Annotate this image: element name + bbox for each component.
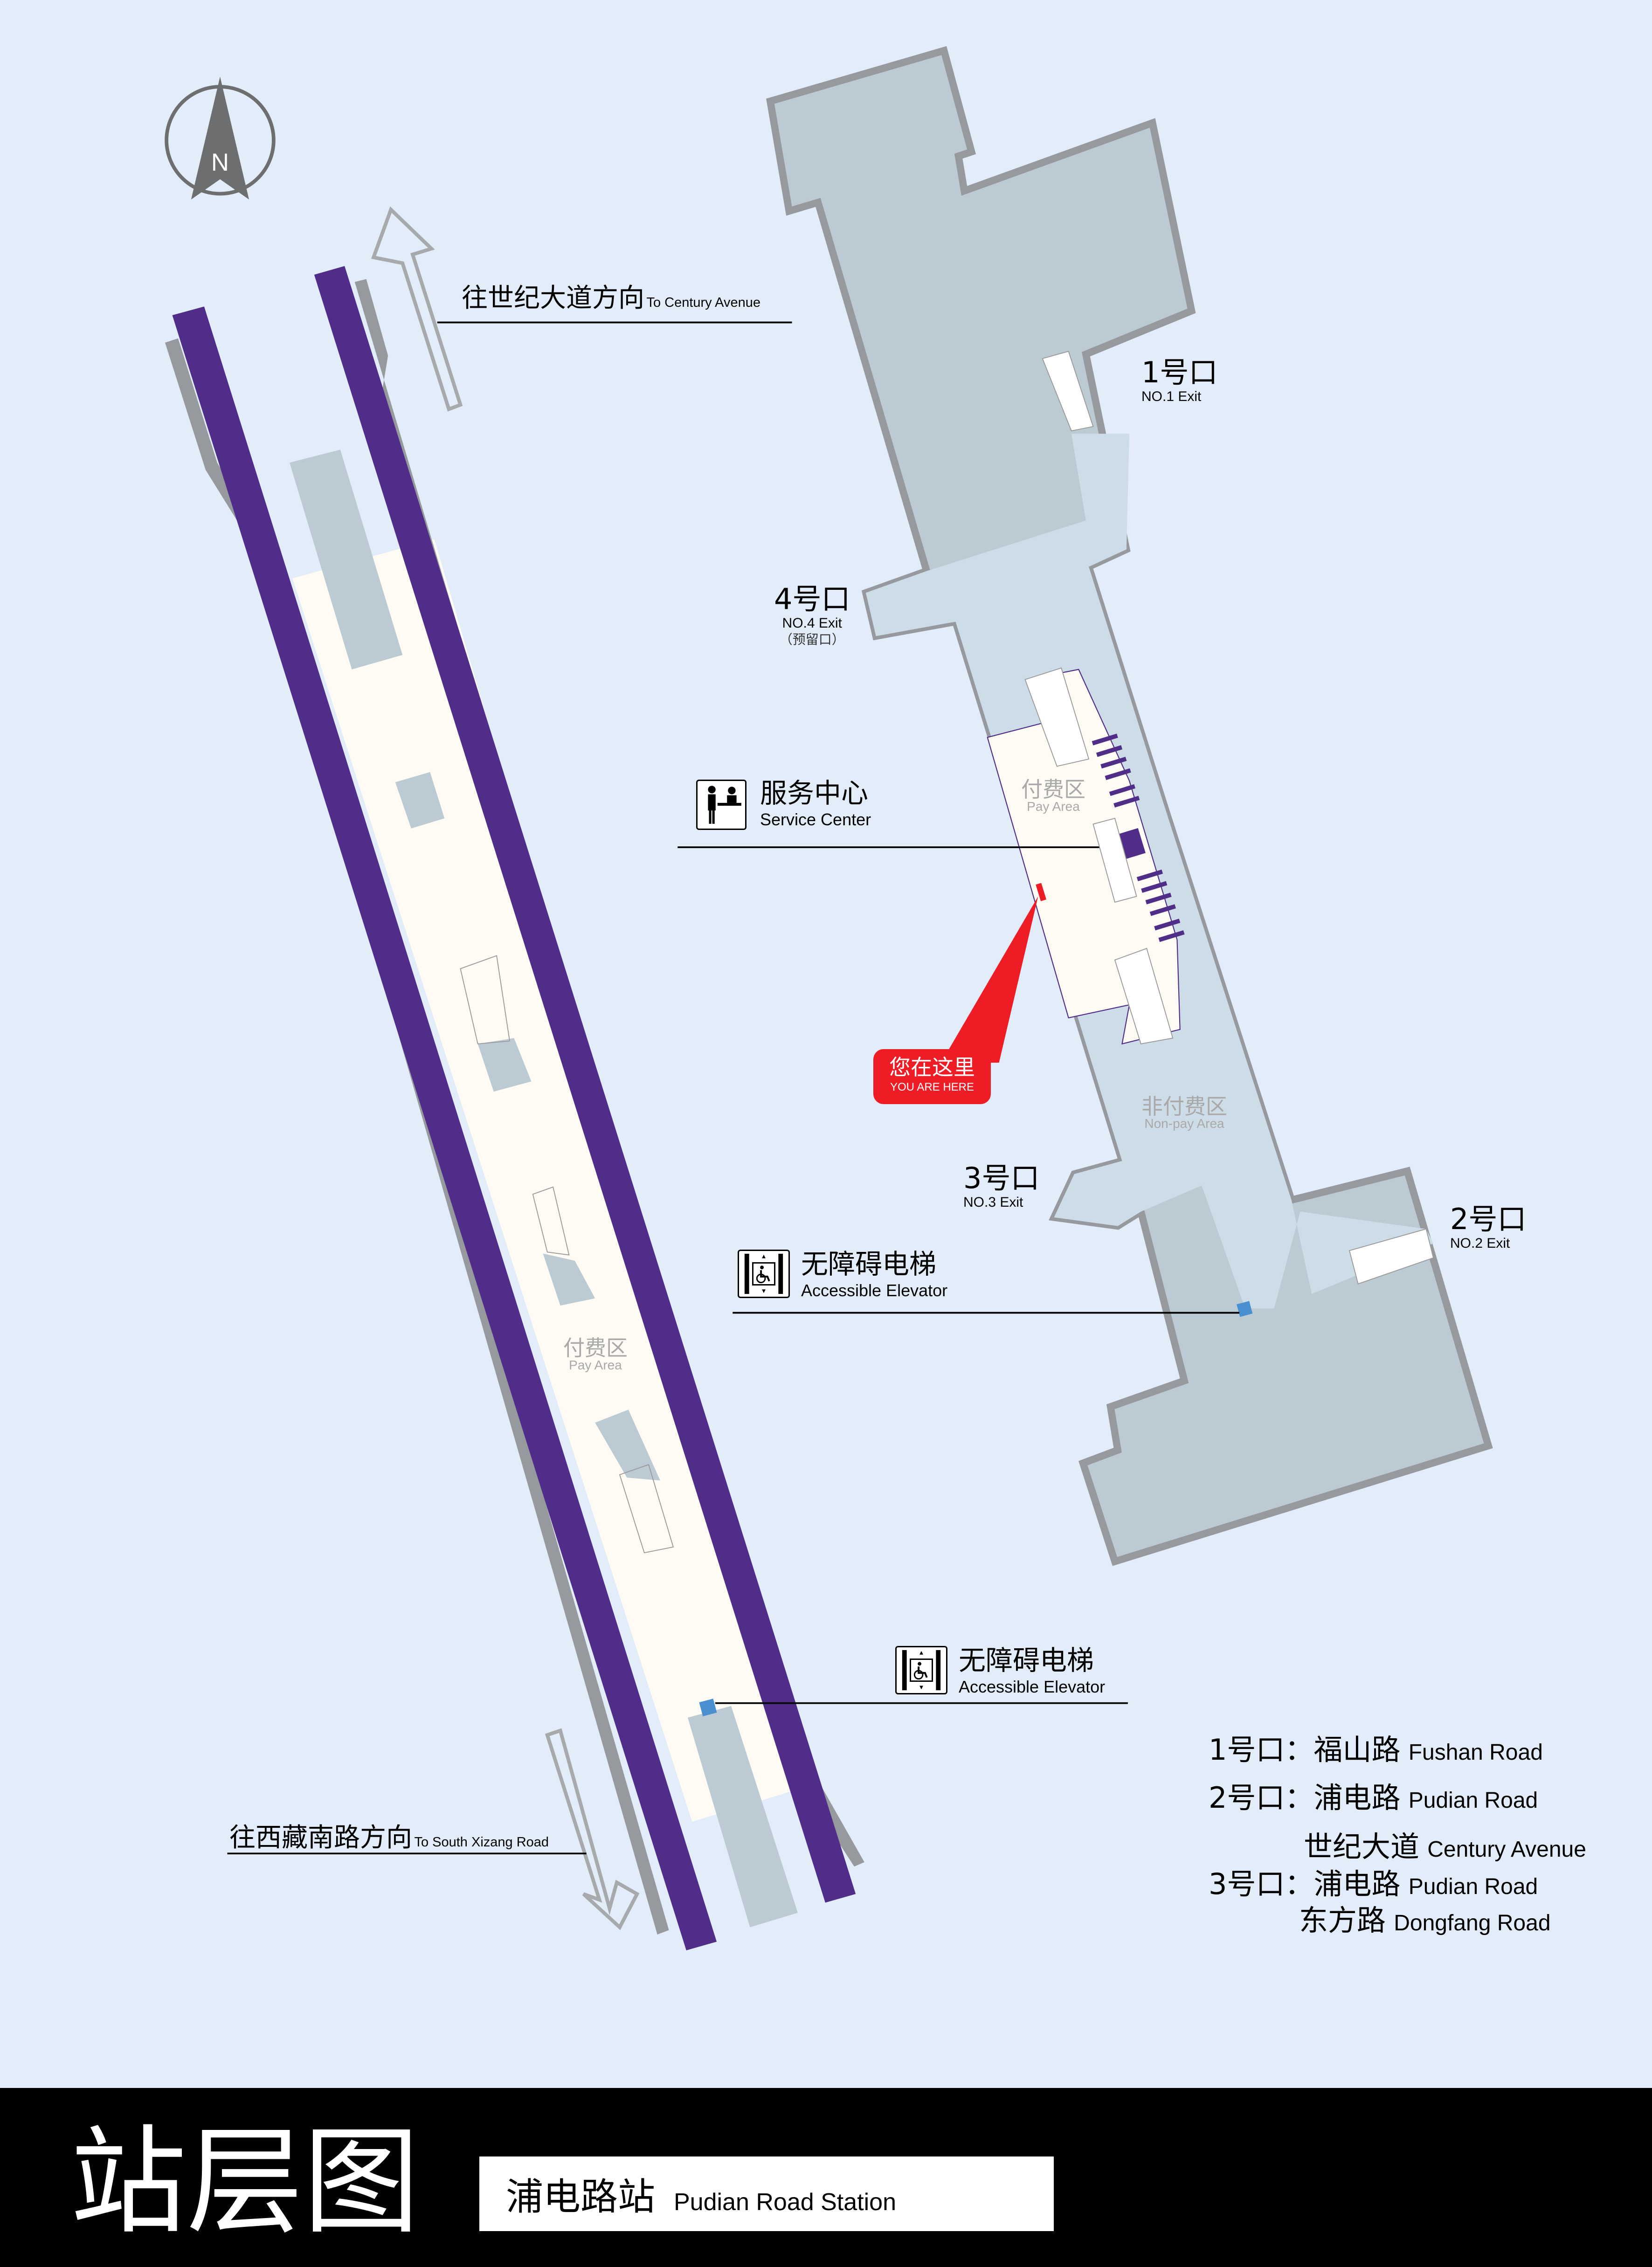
concourse-elevator-marker xyxy=(1237,1301,1253,1317)
concourse-level xyxy=(677,46,1493,1566)
platform-elevator-label: 无障碍电梯 Accessible Elevator xyxy=(959,1645,1106,1696)
station-name-en: Pudian Road Station xyxy=(674,2189,897,2216)
legend-row-exit2-road2: 世纪大道 Century Avenue xyxy=(1304,1830,1586,1864)
station-name-zh: 浦电路站 xyxy=(506,2175,655,2219)
you-are-here-badge: 您在这里 YOU ARE HERE xyxy=(873,1049,991,1104)
exit-2-label: 2号口 NO.2 Exit xyxy=(1450,1202,1527,1251)
exit-1-label: 1号口 NO.1 Exit xyxy=(1141,355,1218,404)
legend-row-exit1: 1号口：福山路 Fushan Road xyxy=(1209,1733,1543,1767)
you-are-here-marker xyxy=(1036,883,1047,901)
platform-level xyxy=(165,266,1128,1950)
south-direction-label: 往西藏南路方向 To South Xizang Road xyxy=(229,1823,549,1853)
north-direction-label: 往世纪大道方向 To Century Avenue xyxy=(462,283,760,313)
legend-row-exit2: 2号口：浦电路 Pudian Road xyxy=(1209,1781,1538,1815)
legend-row-exit3: 3号口：浦电路 Pudian Road xyxy=(1209,1867,1538,1901)
north-compass-icon: N xyxy=(165,76,276,200)
fare-gates xyxy=(1092,733,1185,942)
concourse-elevator-label: 无障碍电梯 Accessible Elevator xyxy=(801,1248,948,1300)
accessible-elevator-icon xyxy=(738,1250,790,1298)
platform-elevator-marker xyxy=(699,1699,717,1716)
stair-opening xyxy=(595,1410,660,1481)
legend-row-exit3-road2: 东方路 Dongfang Road xyxy=(1299,1903,1551,1937)
accessible-elevator-icon xyxy=(895,1646,947,1694)
platform-pay-area-label: 付费区 Pay Area xyxy=(563,1335,628,1372)
service-center-icon xyxy=(696,780,747,830)
svg-text:N: N xyxy=(211,149,229,176)
concourse-nonpay-area-label: 非付费区 Non-pay Area xyxy=(1141,1094,1227,1131)
exit-3-label: 3号口 NO.3 Exit xyxy=(963,1161,1040,1210)
station-name-box xyxy=(479,2156,1054,2231)
stair-opening xyxy=(477,1038,532,1092)
page-title: 站层图 xyxy=(70,2114,420,2250)
north-direction-arrow-icon xyxy=(371,206,463,412)
escalator-icon xyxy=(460,955,674,1554)
concourse-pay-area-label: 付费区 Pay Area xyxy=(1021,777,1085,814)
south-direction-arrow-icon xyxy=(545,1728,640,1930)
escalator-icon xyxy=(1024,351,1434,1285)
stair-opening xyxy=(543,1253,595,1306)
exit-4-label: 4号口 NO.4 Exit （预留口） xyxy=(774,582,850,647)
service-center-label: 服务中心 Service Center xyxy=(760,777,871,829)
